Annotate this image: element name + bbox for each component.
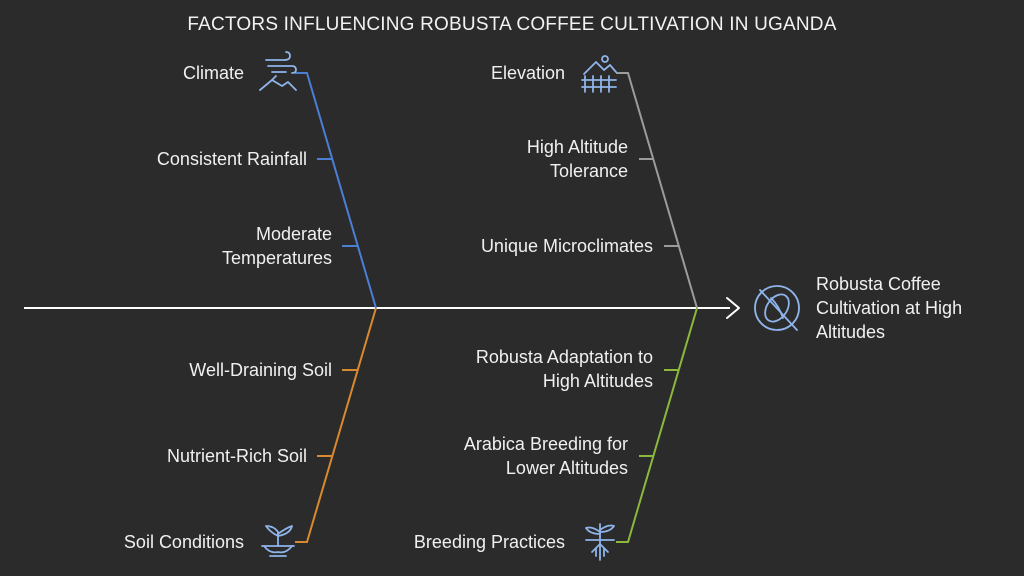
category-label-soil: Soil Conditions xyxy=(123,532,244,552)
spine-arrowhead xyxy=(726,297,740,319)
cause-well-draining-soil: Well-Draining Soil xyxy=(189,360,332,380)
cause-unique-microclimates: Unique Microclimates xyxy=(480,236,653,256)
effect-label: Robusta Coffee Cultivation at High Altit… xyxy=(816,274,963,342)
branch-soil xyxy=(295,307,377,543)
diagram-title: FACTORS INFLUENCING ROBUSTA COFFEE CULTI… xyxy=(187,14,837,35)
cause-consistent-rainfall: Consistent Rainfall xyxy=(156,149,307,169)
climate-wind-icon xyxy=(259,51,297,91)
sprout-soil-icon xyxy=(261,525,295,557)
coffee-bean-crossed-icon xyxy=(754,285,800,331)
branch-breeding xyxy=(616,307,698,543)
category-label-elevation: Elevation xyxy=(490,63,565,83)
branch-climate xyxy=(295,72,377,309)
branch-elevation xyxy=(616,72,698,309)
mountain-fence-icon xyxy=(581,55,617,93)
plant-roots-icon xyxy=(585,523,615,561)
cause-arabica-breeding: Arabica Breeding for Lower Altitudes xyxy=(463,434,628,478)
category-label-climate: Climate xyxy=(182,63,244,83)
cause-moderate-temperatures: Moderate Temperatures xyxy=(221,224,332,268)
cause-nutrient-rich-soil: Nutrient-Rich Soil xyxy=(166,446,307,466)
cause-high-altitude-tolerance: High Altitude Tolerance xyxy=(526,137,628,181)
category-label-breeding: Breeding Practices xyxy=(413,532,565,552)
cause-robusta-adaptation: Robusta Adaptation to High Altitudes xyxy=(475,347,653,391)
